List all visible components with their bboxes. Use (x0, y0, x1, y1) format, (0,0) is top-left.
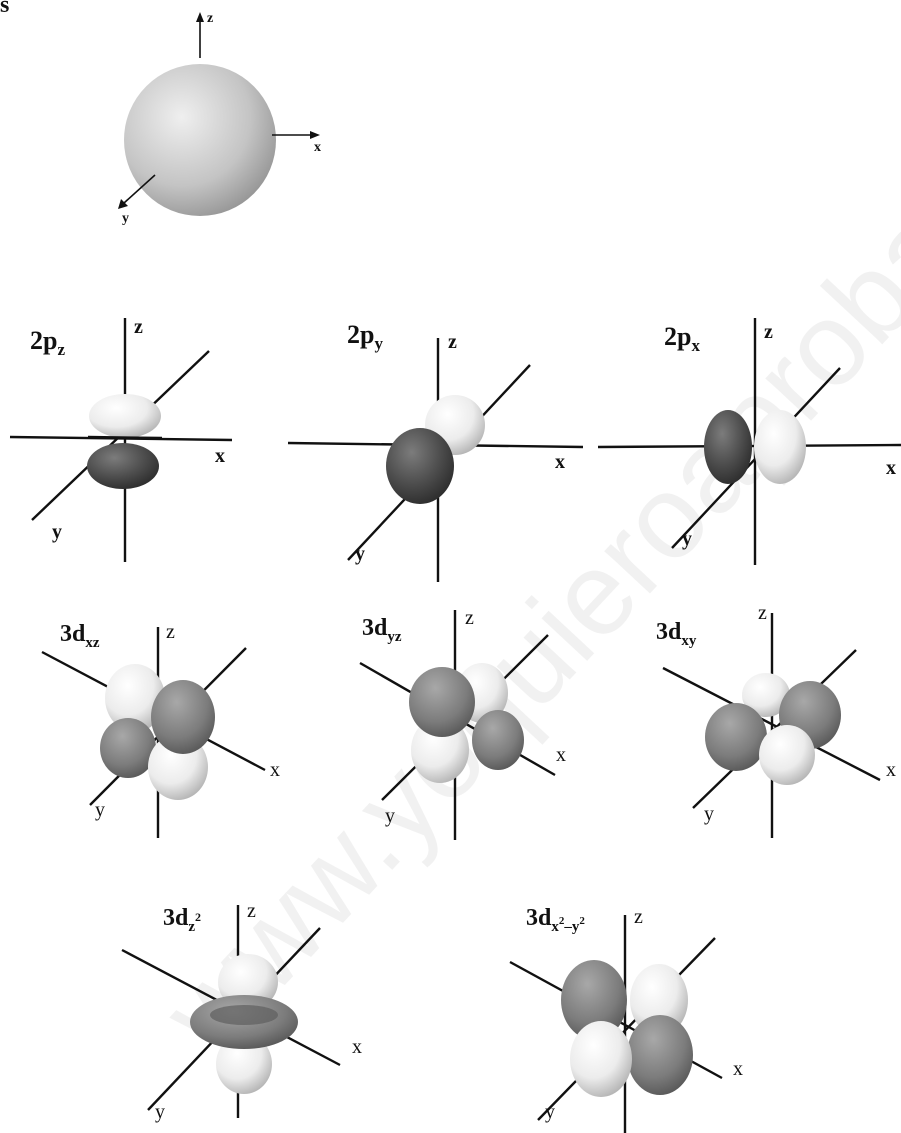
lobe-3dx2y2-back-left (561, 960, 627, 1040)
y-label-2pz: y (52, 521, 62, 543)
lobe-3dxy-left (705, 703, 767, 771)
label-3dxz: 3dxz (60, 621, 100, 651)
orbital-3dz2-figure: 3dz2 z x y (121, 900, 362, 1123)
z-label-3dxz: z (166, 621, 175, 643)
torus-3dz2-hole (210, 1005, 278, 1025)
x-label-3dz2: x (352, 1036, 362, 1058)
orbital-2px-figure: 2px z x y (597, 318, 901, 565)
label-3dxz-sub: xz (85, 635, 100, 651)
orbital-3dxy-figure: 3dxy z x y (656, 602, 896, 838)
x-label-3dxy: x (886, 759, 896, 781)
label-3dxy-sub: xy (681, 633, 697, 649)
label-3dxy: 3dxy (656, 619, 697, 649)
x-label-3dyz: x (556, 744, 566, 766)
x-label-3dxz: x (270, 759, 280, 781)
label-2py: 2py (347, 320, 383, 353)
label-3dz2-sub: z (188, 919, 195, 935)
orbital-3dx2y2-figure: 3dx2–y2 z x y (509, 905, 743, 1133)
z-label-2py: z (448, 331, 457, 353)
label-3dyz-sub: yz (387, 629, 402, 645)
label-3dxz-prefix: 3d (60, 621, 86, 647)
y-label-3dyz: y (385, 805, 395, 827)
label-3dx2y2-sup-1: 2 (559, 915, 565, 927)
lobe-3dyz-lower-right (472, 710, 524, 770)
lobe-negative-2pz (87, 443, 159, 489)
lobe-positive-2pz (89, 394, 161, 438)
z-label-3dz2: z (247, 900, 256, 922)
orbital-2pz-figure: 2pz z x y (9, 316, 233, 562)
x-label-2pz: x (215, 445, 225, 467)
axis-x-front-2pz (87, 435, 163, 440)
s-z-label: z (207, 11, 213, 26)
label-3dx2y2-sub-y: –y (563, 919, 580, 935)
label-2pz-prefix: 2p (30, 326, 57, 355)
z-label-3dx2y2: z (634, 906, 643, 928)
label-3dx2y2-sup-2: 2 (579, 915, 585, 927)
axis-x-3dxy (662, 666, 881, 782)
label-3dz2-sup: 2 (195, 910, 201, 924)
lobe-3dxz-upper-left (105, 664, 165, 732)
label-3dz2-prefix: 3d (163, 905, 189, 931)
label-3dz2: 3dz2 (163, 905, 201, 935)
s-z-arrowhead (196, 12, 204, 22)
label-3dx2y2-sub-x: x (551, 919, 559, 935)
lobe-3dxz-upper-right (151, 680, 215, 754)
label-3dyz: 3dyz (362, 615, 402, 645)
y-label-3dx2y2: y (545, 1101, 555, 1123)
y-label-2px: y (682, 528, 692, 550)
lobe-negative-2px (704, 410, 752, 484)
z-label-3dyz: z (465, 607, 474, 629)
lobe-3dxy-back (742, 673, 790, 717)
label-3dyz-prefix: 3d (362, 615, 388, 641)
s-y-arrowhead (118, 199, 128, 209)
y-label-3dxy: y (704, 803, 714, 825)
s-x-arrowhead (310, 131, 320, 139)
axis-y-3dx2y2 (537, 937, 716, 1121)
x-label-2py: x (555, 451, 565, 473)
label-2px-sub: x (691, 336, 700, 355)
s-y-label: y (122, 211, 129, 226)
lobe-3dx2y2-back-right (630, 964, 688, 1036)
z-label-2px: z (764, 321, 773, 343)
label-2pz-sub: z (57, 340, 65, 359)
label-2px: 2px (664, 322, 700, 355)
x-label-3dx2y2: x (733, 1058, 743, 1080)
s-y-axis (123, 174, 156, 204)
y-label-2py: y (355, 543, 365, 565)
x-label-2px: x (886, 457, 896, 479)
lobe-3dxz-lower-left (100, 718, 156, 778)
s-x-label: x (314, 140, 321, 155)
label-2py-prefix: 2p (347, 320, 374, 349)
lobe-3dz2-bottom (216, 1034, 272, 1094)
lobe-3dxy-front (759, 725, 815, 785)
y-label-3dxz: y (95, 799, 105, 821)
z-label-3dxy: z (758, 602, 767, 624)
lobe-3dyz-upper-left (409, 667, 475, 737)
lobe-3dx2y2-front-right (627, 1015, 693, 1095)
label-2pz: 2pz (30, 326, 65, 359)
lobe-positive-2px (754, 410, 806, 484)
s-orbital-figure: z x y (118, 11, 321, 226)
label-3dxy-prefix: 3d (656, 619, 682, 645)
s-orbital-sphere (124, 64, 276, 216)
orbital-3dxz-figure: 3dxz z x y (41, 621, 280, 838)
orbital-3dyz-figure: 3dyz z x y (359, 607, 566, 840)
label-3dx2y2: 3dx2–y2 (526, 905, 585, 935)
label-2py-sub: y (374, 334, 383, 353)
lobe-3dx2y2-front-left (570, 1021, 632, 1097)
y-label-3dz2: y (155, 1101, 165, 1123)
orbital-2py-figure: 2py z x y (287, 320, 584, 582)
watermark-text: www.yoquieroaprobar.es (137, 43, 901, 1079)
label-2px-prefix: 2p (664, 322, 691, 351)
lobe-negative-2py (386, 428, 454, 504)
label-3dx2y2-prefix: 3d (526, 905, 552, 931)
corner-mark: s (0, 0, 9, 18)
z-label-2pz: z (134, 316, 143, 338)
